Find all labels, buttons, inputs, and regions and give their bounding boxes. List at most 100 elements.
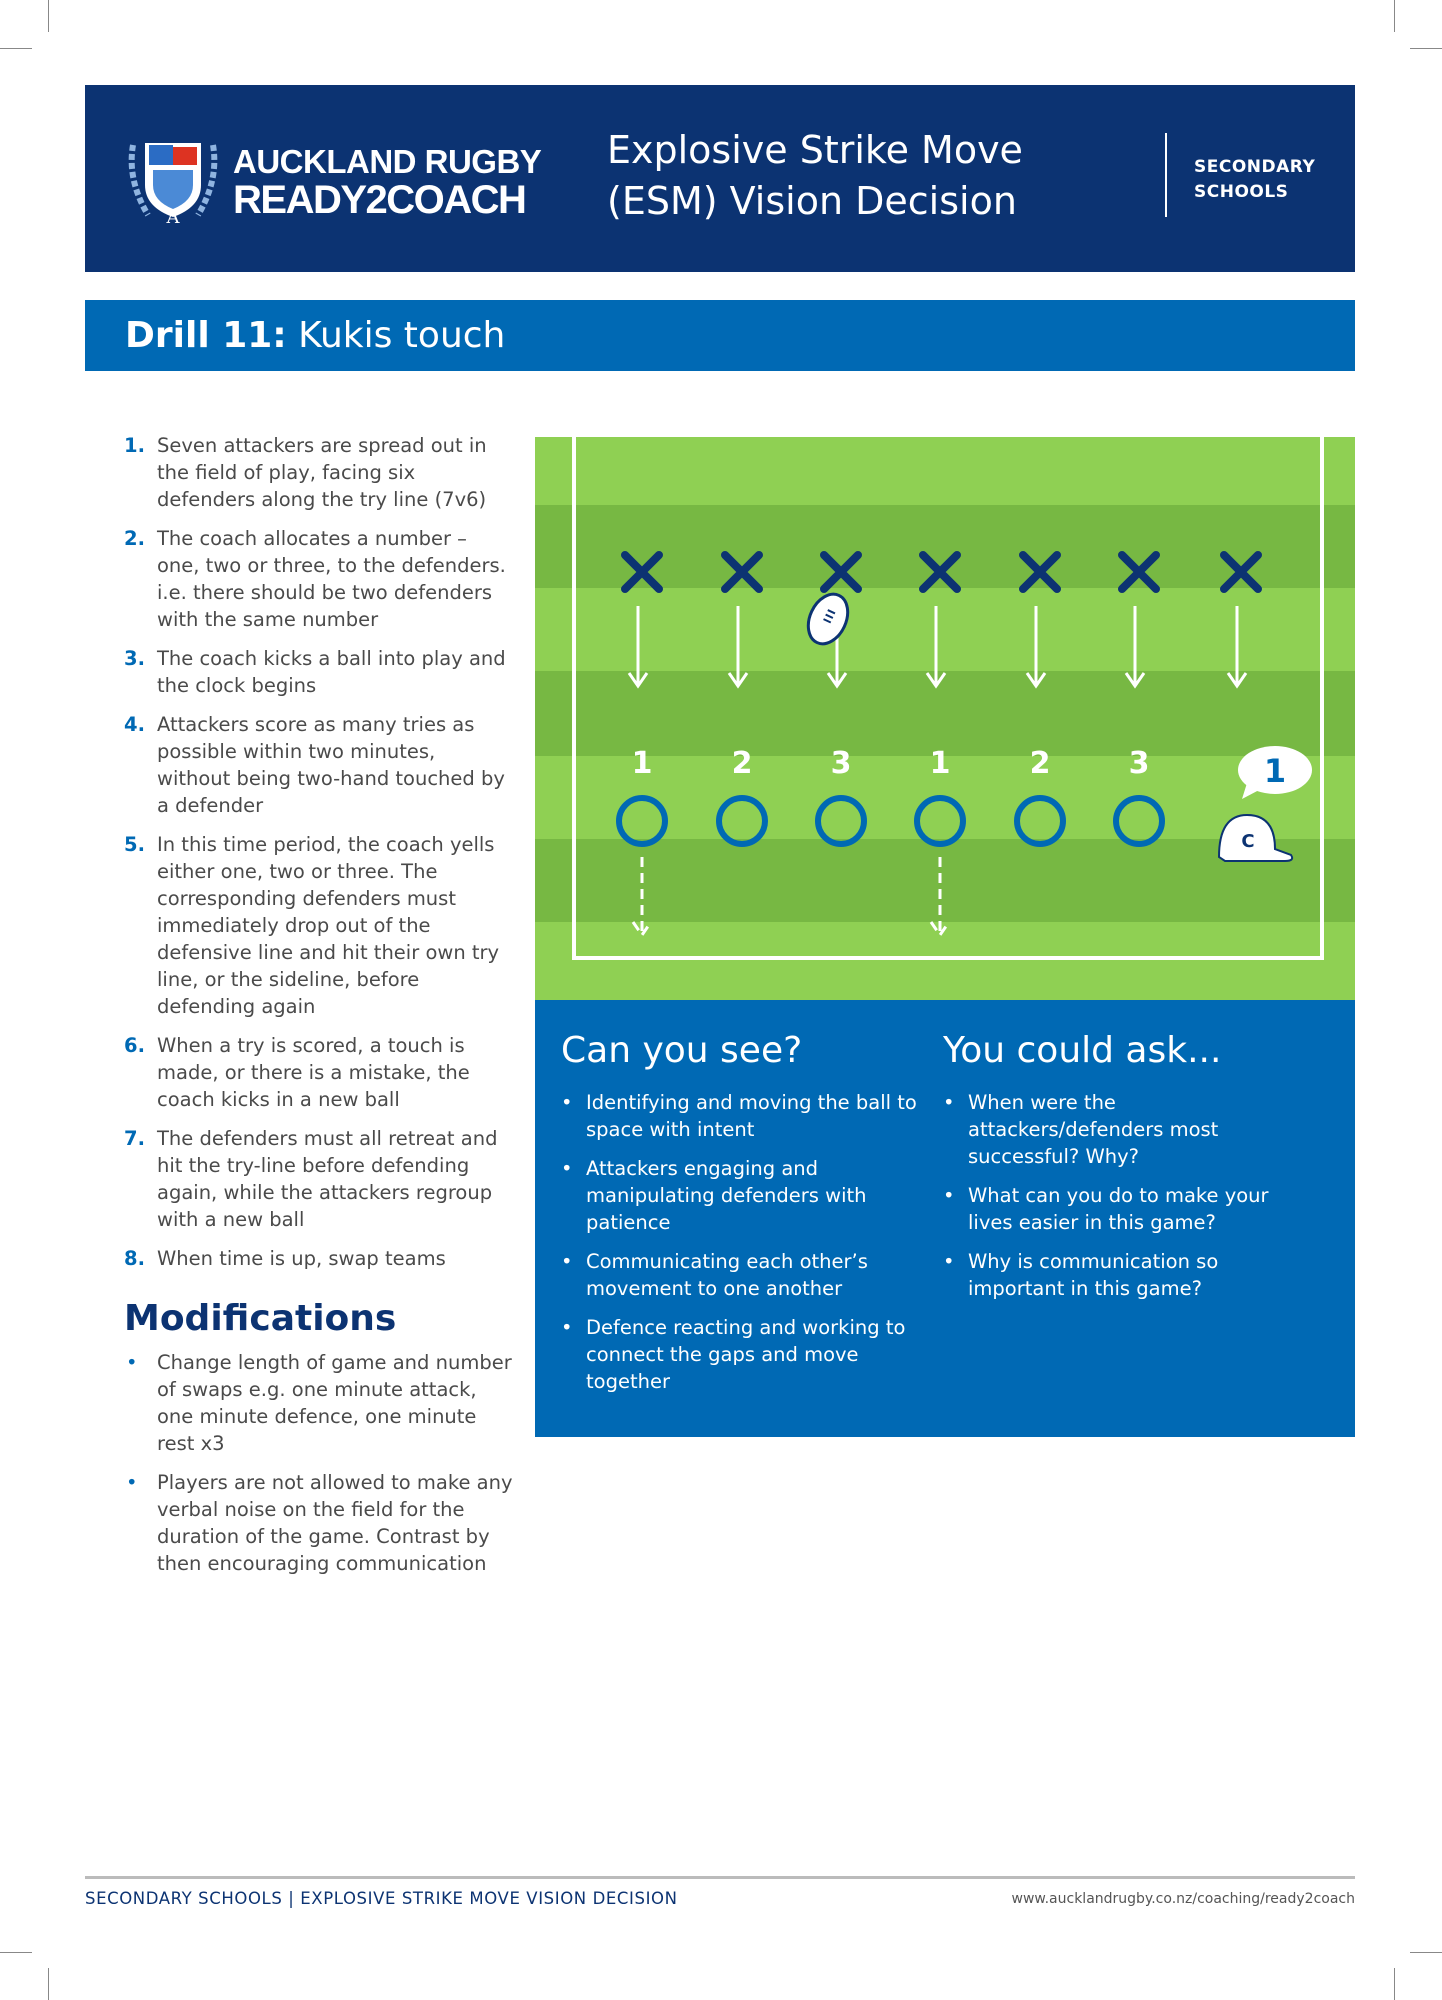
audience-label: SECONDARY SCHOOLS (1194, 155, 1315, 205)
instructions-column: 1. Seven attackers are spread out in the … (124, 432, 514, 1589)
brand-wordmark: AUCKLAND RUGBY READY2COACH (233, 143, 542, 222)
can-you-see-section: Can you see? Identifying and moving the … (561, 1030, 921, 1407)
header-banner: A AUCKLAND RUGBY READY2COACH Explosive S… (85, 85, 1355, 272)
coach-speech-bubble: 1 (1238, 746, 1312, 799)
questions-panel: Can you see? Identifying and moving the … (535, 1000, 1355, 1437)
brand-line-2: READY2COACH (233, 178, 527, 222)
step-item: 1. Seven attackers are spread out in the … (124, 432, 514, 513)
modification-text: Players are not allowed to make any verb… (157, 1471, 513, 1575)
arrow-down-icon (1226, 606, 1248, 689)
arrow-down-icon (727, 606, 749, 689)
title-line-1: Explosive Strike Move (607, 128, 1023, 172)
step-item: 2.The coach allocates a number – one, tw… (124, 525, 514, 633)
can-you-see-item: Identifying and moving the ball to space… (561, 1089, 921, 1143)
you-could-ask-item: Why is communication so important in thi… (943, 1248, 1303, 1302)
drill-number: Drill 11: (125, 315, 287, 356)
dashed-arrow-down-icon (929, 857, 951, 938)
steps-list: 1. Seven attackers are spread out in the … (124, 432, 514, 1272)
dashed-arrow-down-icon (631, 857, 653, 938)
drill-name: Kukis touch (286, 315, 506, 356)
attacker-cross-icon (820, 551, 862, 593)
attacker-cross-icon (721, 551, 763, 593)
step-text: The defenders must all retreat and hit t… (157, 1127, 498, 1231)
crop-mark (0, 48, 32, 49)
can-you-see-item: Defence reacting and working to connect … (561, 1314, 921, 1395)
footer-title: SECONDARY SCHOOLS | EXPLOSIVE STRIKE MOV… (85, 1889, 678, 1908)
step-item: 7. The defenders must all retreat and hit… (124, 1125, 514, 1233)
step-text: In this time period, the coach yells eit… (157, 833, 500, 1018)
cap-letter: C (1241, 831, 1254, 852)
you-could-ask-heading: You could ask... (943, 1030, 1222, 1071)
arrow-down-icon (1124, 606, 1146, 689)
crop-mark (48, 0, 49, 32)
crop-mark (1410, 1952, 1442, 1953)
defender-number: 2 (732, 746, 753, 781)
field-boundary-lines (572, 437, 1324, 960)
bullet: • (126, 1471, 138, 1494)
step-item: 4. Attackers score as many tries as possi… (124, 711, 514, 819)
can-you-see-item: Communicating each other’s movement to o… (561, 1248, 921, 1302)
arrow-down-icon (627, 606, 649, 689)
can-you-see-heading: Can you see? (561, 1030, 803, 1071)
defender-circle-icon (1113, 795, 1165, 847)
step-number: 5. (124, 833, 145, 856)
step-text: The coach kicks a ball into play and the… (157, 647, 506, 697)
can-you-see-item: Attackers engaging and manipulating defe… (561, 1155, 921, 1236)
coach-cap-icon: C (1217, 813, 1294, 862)
defender-circle-icon (914, 795, 966, 847)
crop-mark (1394, 1968, 1395, 2000)
step-number: 1. (124, 434, 145, 457)
grass-stripe (535, 671, 1355, 756)
coach-call-number: 1 (1264, 752, 1286, 790)
step-text: Attackers score as many tries as possibl… (157, 713, 505, 817)
you-could-ask-item: What can you do to make your lives easie… (943, 1182, 1303, 1236)
defender-number: 1 (632, 746, 653, 781)
arrow-down-icon (925, 606, 947, 689)
step-item: 8. When time is up, swap teams (124, 1245, 514, 1272)
brand-line-1: AUCKLAND RUGBY (233, 143, 542, 180)
step-item: 6.When a try is scored, a touch is made,… (124, 1032, 514, 1113)
crop-mark (0, 1952, 32, 1953)
defender-number: 1 (930, 746, 951, 781)
svg-text:A: A (166, 207, 181, 225)
crop-mark (1394, 0, 1395, 32)
step-number: 7. (124, 1127, 145, 1150)
document-title: Explosive Strike Move (ESM) Vision Decis… (607, 125, 1023, 227)
step-item: 5. In this time period, the coach yells e… (124, 831, 514, 1020)
divider (1165, 133, 1167, 217)
bullet: • (126, 1351, 138, 1374)
attacker-cross-icon (919, 551, 961, 593)
modifications-list: • Change length of game and number of swa… (124, 1349, 514, 1577)
modification-item: • Change length of game and number of swa… (124, 1349, 514, 1457)
step-text: When time is up, swap teams (157, 1247, 446, 1270)
step-text: Seven attackers are spread out in the fi… (157, 434, 487, 511)
can-you-see-list: Identifying and moving the ball to space… (561, 1089, 921, 1395)
step-item: 3. The coach kicks a ball into play and t… (124, 645, 514, 699)
modification-item: • Players are not allowed to make any ver… (124, 1469, 514, 1577)
audience-line-2: SCHOOLS (1194, 182, 1289, 202)
step-number: 8. (124, 1247, 145, 1270)
attacker-cross-icon (1118, 551, 1160, 593)
step-number: 3. (124, 647, 145, 670)
crop-mark (48, 1968, 49, 2000)
you-could-ask-list: When were the attackers/defenders most s… (943, 1089, 1303, 1302)
step-number: 4. (124, 713, 145, 736)
attacker-cross-icon (621, 551, 663, 593)
defender-number: 3 (831, 746, 852, 781)
defender-circle-icon (716, 795, 768, 847)
attacker-cross-icon (1220, 551, 1262, 593)
defender-circle-icon (1014, 795, 1066, 847)
defender-circle-icon (616, 795, 668, 847)
footer-rule (85, 1876, 1355, 1879)
arrow-down-icon (1025, 606, 1047, 689)
title-line-2: (ESM) Vision Decision (607, 179, 1017, 223)
you-could-ask-item: When were the attackers/defenders most s… (943, 1089, 1303, 1170)
defender-circle-icon (815, 795, 867, 847)
modifications-heading: Modifications (124, 1298, 397, 1339)
attacker-cross-icon (1019, 551, 1061, 593)
modification-text: Change length of game and number of swap… (157, 1351, 512, 1455)
step-number: 2. (124, 527, 145, 550)
drill-title-bar: Drill 11: Kukis touch (85, 300, 1355, 371)
defender-number: 2 (1030, 746, 1051, 781)
